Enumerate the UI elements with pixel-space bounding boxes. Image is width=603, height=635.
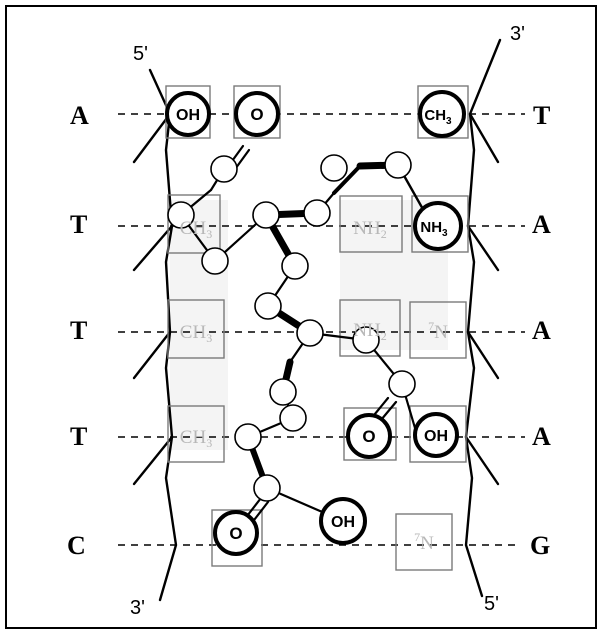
- linker-atom: [201, 247, 229, 275]
- nh2-faded-row2: NH2: [353, 218, 386, 241]
- left-base-5: C: [67, 531, 86, 560]
- linker-atom: [167, 201, 195, 229]
- oh-circle-row5: [319, 497, 367, 545]
- n7-faded-row5: 7N: [414, 530, 434, 554]
- ch3-circle-row1: [418, 90, 466, 138]
- oh-circle-row1: [165, 91, 211, 137]
- o-label-row5: O: [229, 524, 242, 543]
- o-circle-row4: [346, 413, 392, 459]
- oh-label-row5: OH: [331, 514, 355, 531]
- left-faded-band: [170, 200, 228, 450]
- right-base-5: G: [530, 531, 550, 560]
- nh2-faded-row3: NH2: [353, 320, 386, 343]
- left-base-4: T: [70, 422, 87, 451]
- right-base-4: A: [532, 422, 551, 451]
- linker-atom: [210, 155, 238, 183]
- right-strand-bottom-label: 5': [484, 593, 499, 615]
- o-circle-row5: [213, 510, 259, 556]
- linker-atom: [253, 474, 281, 502]
- right-base-1: T: [533, 101, 550, 130]
- nh3-circle-row2: [413, 201, 463, 251]
- linker-atom: [269, 378, 297, 406]
- left-strand-top-label: 5': [133, 43, 148, 65]
- linker-atom: [234, 423, 262, 451]
- group-boxes: [165, 85, 469, 571]
- right-base-2: A: [532, 210, 551, 239]
- linker-atom: [279, 404, 307, 432]
- o-label-row1: O: [250, 105, 263, 124]
- ch3-faded-row2: CH3: [180, 218, 212, 241]
- right-backbone: [464, 38, 502, 598]
- o-label-row4: O: [362, 427, 375, 446]
- linker-atom: [281, 252, 309, 280]
- ch3-faded-row3: CH3: [180, 322, 212, 345]
- n7-faded-row3: 7N: [428, 319, 448, 343]
- linker-atom: [320, 154, 348, 182]
- ch3-label-row1: CH3: [424, 107, 452, 127]
- linker-atom: [303, 199, 331, 227]
- heteroatom-circles: [165, 90, 466, 556]
- left-base-1: A: [70, 101, 89, 130]
- left-base-3: T: [70, 316, 87, 345]
- left-strand-bottom-label: 3': [130, 597, 145, 619]
- linker-atom: [254, 292, 282, 320]
- left-base-2: T: [70, 210, 87, 239]
- figure-border: [5, 5, 597, 629]
- right-base-3: A: [532, 316, 551, 345]
- oh-circle-row4: [413, 412, 459, 458]
- linker-atom: [352, 326, 380, 354]
- right-strand-top-label: 3': [510, 23, 525, 45]
- linker-atom: [384, 151, 412, 179]
- linker-atom: [388, 370, 416, 398]
- linker-atom: [296, 319, 324, 347]
- o-circle-row1: [234, 91, 280, 137]
- ch3-faded-row4: CH3: [180, 427, 212, 450]
- nh3-label-row2: NH3: [420, 219, 448, 239]
- oh-label-row4: OH: [424, 428, 448, 445]
- linker-atom: [252, 201, 280, 229]
- linker-atoms: [167, 151, 416, 502]
- oh-label-row1: OH: [176, 107, 200, 124]
